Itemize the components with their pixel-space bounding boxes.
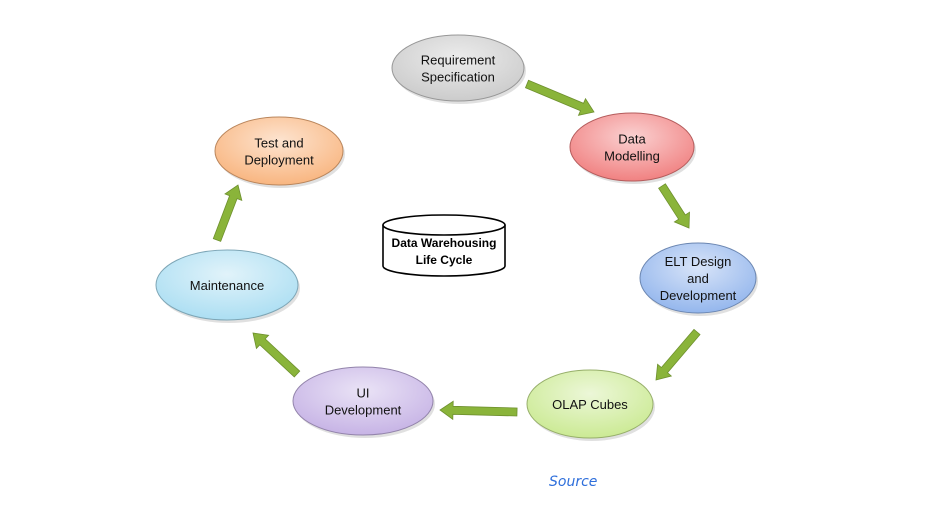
- stage-label-line: OLAP Cubes: [552, 397, 628, 412]
- stage-label-line: Development: [325, 403, 402, 418]
- flow-arrow-1: [524, 79, 595, 116]
- stage-label-line: Test and: [254, 136, 303, 151]
- center-title-line-2: Life Cycle: [416, 253, 473, 267]
- stage-ellipse: [526, 369, 654, 439]
- stage-label-line: Data: [618, 132, 646, 147]
- stage-label-line: Modelling: [604, 149, 660, 164]
- stage-label-line: Deployment: [244, 153, 314, 168]
- flow-arrow-6: [212, 184, 243, 242]
- stage-label-line: UI: [357, 386, 370, 401]
- stage-ui-development: UI Development: [292, 366, 435, 438]
- stage-label-line: ELT Design: [665, 254, 732, 269]
- stage-ellipse: [391, 34, 525, 102]
- stage-label-line: Development: [660, 288, 737, 303]
- center-title-line-1: Data Warehousing: [392, 236, 497, 250]
- stage-ellipse: [155, 249, 299, 321]
- stage-ellipse: [569, 112, 695, 182]
- flow-arrow-2: [658, 183, 690, 229]
- nodes-layer: RequirementSpecificationDataModellingELT…: [155, 34, 758, 441]
- flow-arrow-4: [439, 400, 518, 421]
- center-cylinder: Data Warehousing Life Cycle: [382, 214, 506, 277]
- source-link[interactable]: Source: [549, 474, 598, 490]
- flow-arrow-3: [655, 328, 701, 381]
- stage-ellipse: [214, 116, 344, 186]
- stage-maintenance: Maintenance: [155, 249, 300, 323]
- stage-label-line: and: [687, 271, 709, 286]
- stage-ellipse: [639, 242, 757, 314]
- arrows-layer: [212, 79, 701, 421]
- stage-ellipse: [292, 366, 434, 436]
- stage-olap-cubes: OLAP Cubes: [526, 369, 655, 441]
- stage-label-line: Specification: [421, 70, 495, 85]
- flow-arrow-5: [252, 332, 301, 378]
- stage-label-line: Requirement: [421, 53, 496, 68]
- stage-label-line: Maintenance: [190, 278, 264, 293]
